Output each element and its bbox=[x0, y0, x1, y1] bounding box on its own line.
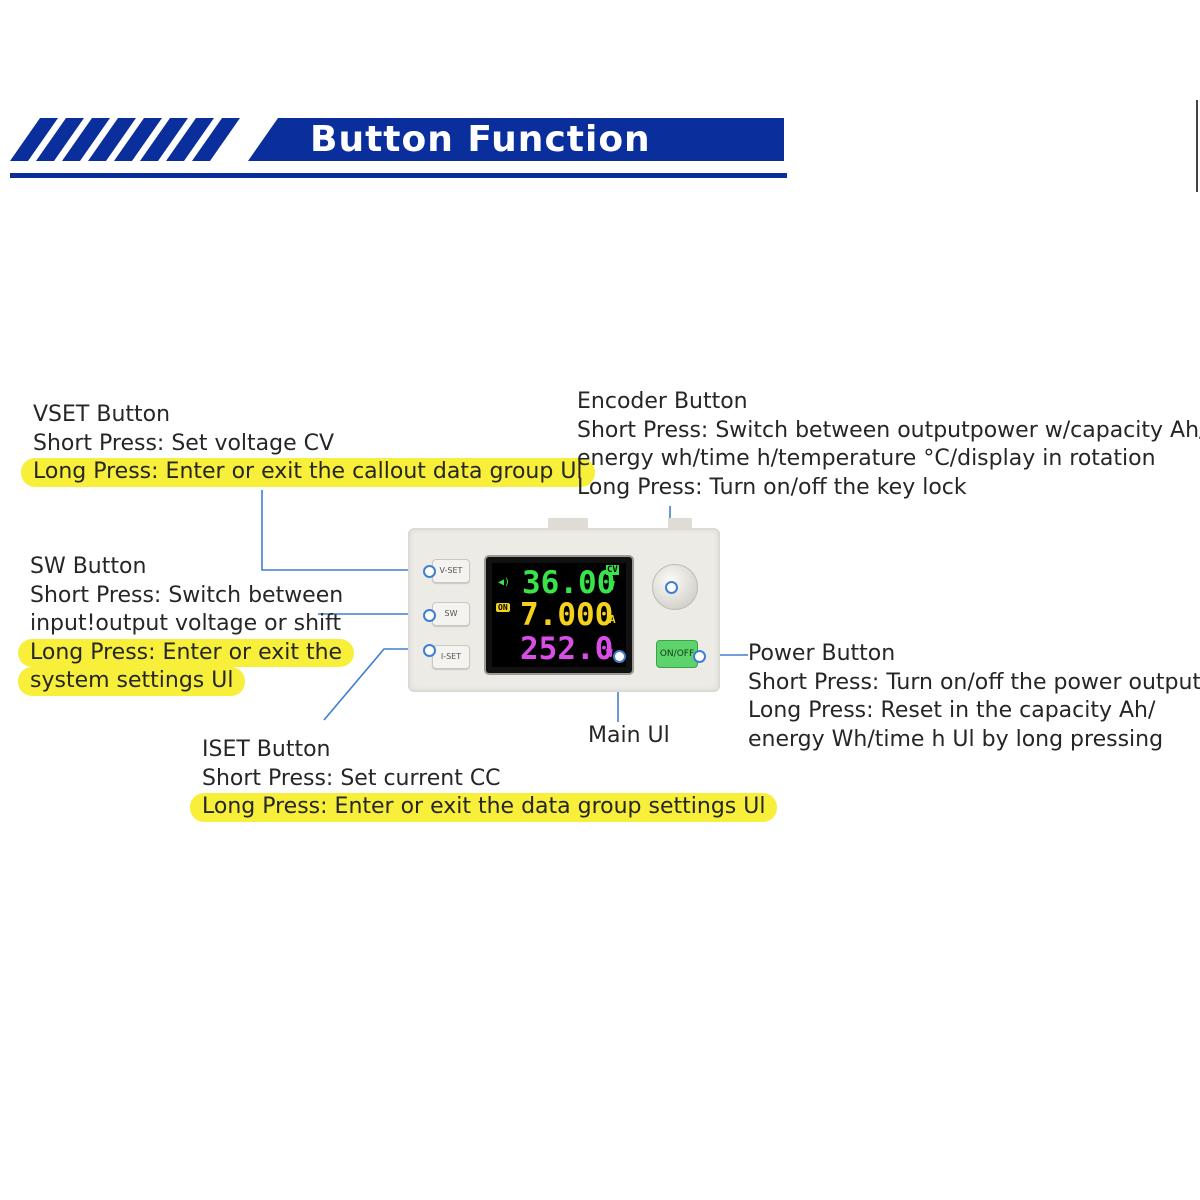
sw-short-2: input!output voltage or shift bbox=[30, 611, 342, 636]
device-tab bbox=[668, 518, 692, 530]
vset-dot bbox=[423, 565, 436, 578]
banner-stripes bbox=[10, 118, 784, 161]
sw-short-1: Short Press: Switch between bbox=[30, 582, 344, 608]
iset-dot bbox=[423, 644, 436, 657]
onoff-device-button[interactable]: ON/OFF bbox=[656, 640, 698, 668]
vset-leader bbox=[261, 490, 427, 571]
on-badge: ON bbox=[496, 603, 510, 612]
current-readout: 7.000 bbox=[520, 597, 614, 633]
power-unit: W bbox=[606, 647, 613, 660]
vset-device-button[interactable]: V-SET bbox=[432, 559, 470, 583]
power-readout: 252.0 bbox=[520, 631, 614, 667]
voltage-readout: 36.00 bbox=[522, 565, 616, 601]
iset-short: Short Press: Set current CC bbox=[202, 765, 501, 791]
cv-badge: CV bbox=[606, 565, 619, 575]
power-short: Short Press: Turn on/off the power outpu… bbox=[748, 669, 1200, 695]
speaker-icon: ◀) bbox=[498, 577, 511, 588]
device-tab bbox=[548, 518, 588, 530]
sw-title: SW Button bbox=[30, 554, 147, 579]
encoder-title: Encoder Button bbox=[577, 389, 748, 414]
iset-title: ISET Button bbox=[202, 737, 331, 762]
power-long-2: energy Wh/time h Ul by long pressing bbox=[748, 726, 1164, 752]
sw-long-1: Long Press: Enter or exit the bbox=[18, 638, 355, 667]
iset-long: Long Press: Enter or exit the data group… bbox=[190, 793, 778, 822]
power-long-1: Long Press: Reset in the capacity Ah/ bbox=[748, 698, 1156, 723]
vset-title: VSET Button bbox=[33, 402, 171, 427]
power-dot bbox=[693, 650, 706, 663]
encoder-short-1: Short Press: Switch between outputpower … bbox=[577, 417, 1200, 443]
power-callout: Power Button Short Press: Turn on/off th… bbox=[748, 640, 1200, 754]
power-title: Power Button bbox=[748, 641, 896, 666]
sw-callout: SW Button Short Press: Switch between in… bbox=[18, 553, 355, 696]
header-banner bbox=[10, 118, 787, 178]
iset-device-button[interactable]: I-SET bbox=[432, 645, 470, 669]
voltage-unit: V bbox=[608, 579, 616, 593]
vset-short: Short Press: Set voltage CV bbox=[33, 430, 335, 456]
encoder-long: Long Press: Turn on/off the key lock bbox=[577, 474, 967, 500]
current-unit: A bbox=[609, 613, 616, 626]
encoder-callout: Encoder Button Short Press: Switch betwe… bbox=[577, 388, 1200, 502]
main-ui-label: Main Ul bbox=[588, 723, 670, 748]
main-dot bbox=[613, 650, 626, 663]
page-title: Button Function bbox=[310, 119, 651, 160]
banner-underline bbox=[10, 173, 787, 178]
encoder-short-2: energy wh/time h/temperature °C/display … bbox=[577, 446, 1156, 471]
encoder-dot bbox=[665, 581, 678, 594]
sw-long-2: system settings Ul bbox=[18, 667, 246, 696]
sw-device-button[interactable]: SW bbox=[432, 602, 470, 626]
edge-line bbox=[1196, 100, 1198, 192]
vset-long: Long Press: Enter or exit the callout da… bbox=[21, 458, 595, 487]
lcd-screen: ◀) 36.00 CV V ON 7.000 A 252.0 W bbox=[486, 557, 632, 673]
sw-dot bbox=[423, 609, 436, 622]
iset-callout: ISET Button Short Press: Set current CC … bbox=[190, 736, 778, 822]
vset-callout: VSET Button Short Press: Set voltage CV … bbox=[21, 401, 595, 487]
